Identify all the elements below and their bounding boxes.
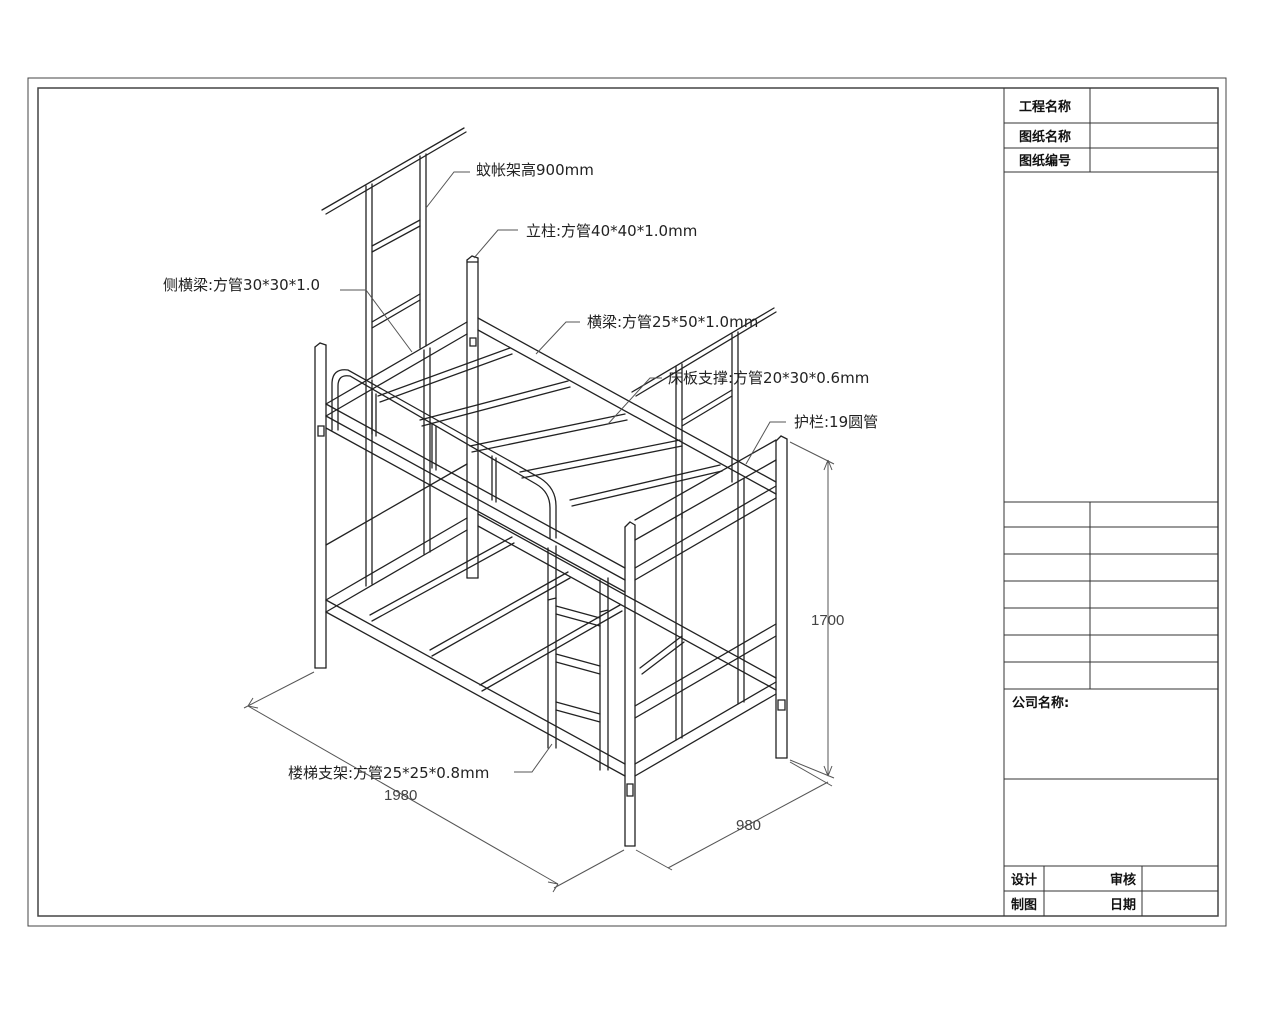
dim-length: 1980 [384, 787, 417, 804]
project-name-label: 工程名称 [1019, 99, 1071, 115]
left-back-post [466, 255, 479, 579]
label-cross-beam: 横梁:方管25*50*1.0mm [587, 313, 758, 331]
upper-frame [325, 261, 777, 593]
lower-slats [369, 536, 685, 692]
back-side-rails [325, 347, 777, 741]
ladder [547, 545, 609, 771]
company-label: 公司名称: [1012, 695, 1069, 711]
dim-height: 1700 [811, 612, 844, 629]
design-label: 设计 [1011, 872, 1037, 888]
outer-frame [27, 77, 1227, 927]
date-label: 日期 [1110, 898, 1136, 913]
label-post: 立柱:方管40*40*1.0mm [526, 222, 697, 240]
mosquito-frame-left [321, 127, 467, 381]
left-front-post [314, 342, 327, 669]
label-ladder-support: 楼梯支架:方管25*25*0.8mm [288, 764, 489, 782]
drawing-no-label: 图纸编号 [1019, 153, 1071, 169]
bunk-bed-drawing [314, 127, 788, 847]
right-front-post [624, 521, 636, 847]
title-block: 工程名称 图纸名称 图纸编号 公司名称: 设计 审核 制图 日期 [1003, 88, 1218, 916]
lower-frame [325, 513, 777, 777]
dimensions: 1980 980 1700 [243, 441, 844, 893]
drafting-label: 制图 [1011, 897, 1037, 913]
drawing-name-label: 图纸名称 [1019, 129, 1071, 145]
review-label: 审核 [1110, 872, 1136, 888]
label-mosquito-frame: 蚊帐架高900mm [476, 161, 594, 179]
feet [317, 337, 786, 797]
label-guardrail: 护栏:19圆管 [794, 413, 878, 431]
dim-width: 980 [736, 817, 761, 834]
label-side-beam: 侧横梁:方管30*30*1.0 [163, 276, 320, 294]
annotations: 蚊帐架高900mm 立柱:方管40*40*1.0mm 侧横梁:方管30*30*1… [163, 161, 878, 782]
upper-slats [377, 347, 723, 507]
label-bed-board-support: 床板支撑:方管20*30*0.6mm [668, 369, 869, 387]
